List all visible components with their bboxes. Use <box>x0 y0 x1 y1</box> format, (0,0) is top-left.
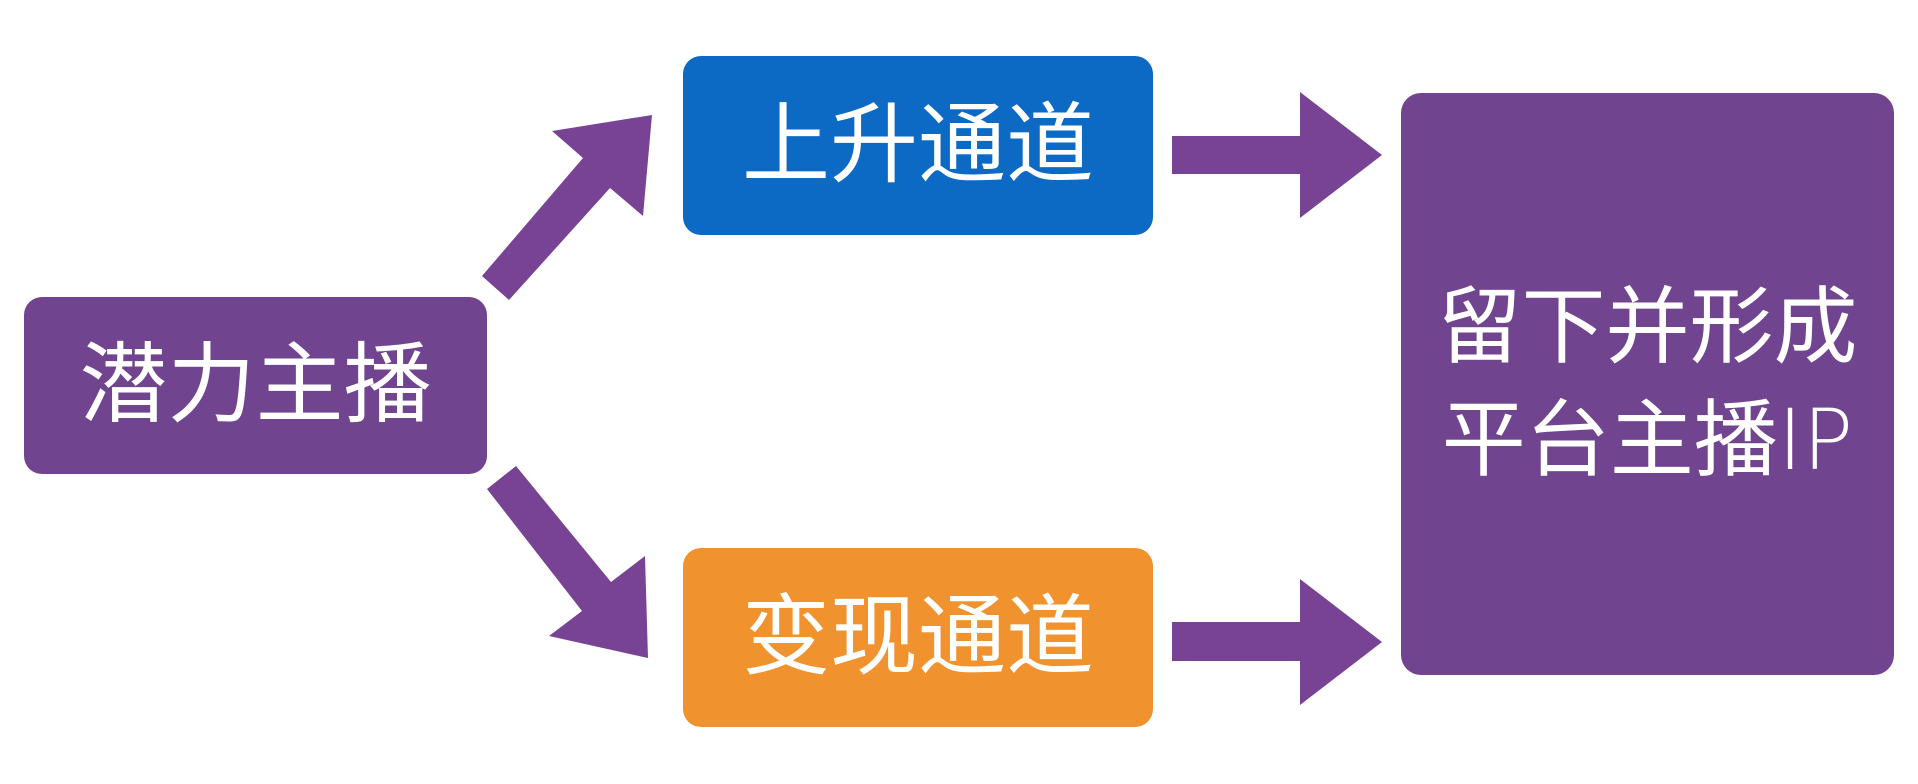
node-rising-channel-label: 上升通道 <box>741 93 1094 197</box>
node-platform-anchor-ip: 留下并形成 平台主播IP <box>1401 93 1894 675</box>
node-platform-anchor-ip-line1: 留下并形成 <box>1437 277 1858 376</box>
arrow-up-to-end <box>1172 92 1382 218</box>
node-potential-anchor-label: 潜力主播 <box>79 333 432 437</box>
node-potential-anchor: 潜力主播 <box>24 297 487 474</box>
arrow-start-to-cash <box>487 466 648 658</box>
node-rising-channel: 上升通道 <box>683 56 1153 235</box>
node-monetization-channel-label: 变现通道 <box>741 585 1094 689</box>
arrow-start-to-up <box>482 115 652 300</box>
arrow-cash-to-end <box>1172 579 1382 705</box>
node-monetization-channel: 变现通道 <box>683 548 1153 727</box>
node-platform-anchor-ip-line2: 平台主播IP <box>1441 391 1854 489</box>
